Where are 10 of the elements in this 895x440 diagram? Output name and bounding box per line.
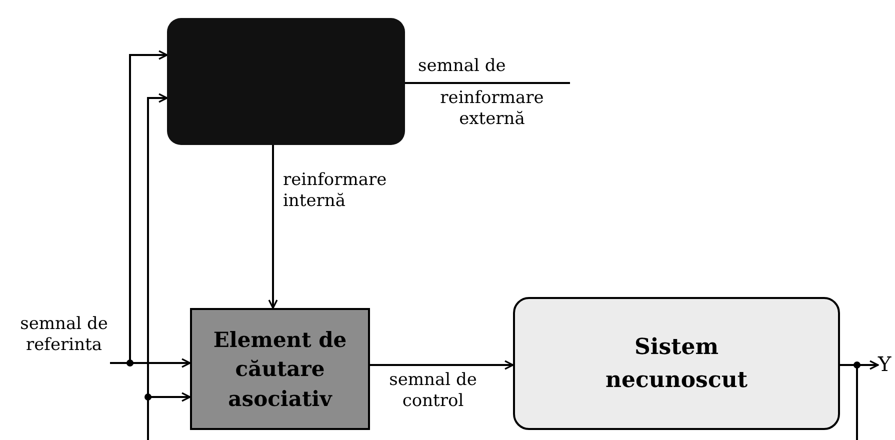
process-box: Element de căutare asociativ bbox=[190, 308, 370, 430]
process-box: Sistem necunoscut bbox=[513, 297, 840, 430]
process-box bbox=[167, 18, 405, 145]
signal-line bbox=[405, 82, 570, 84]
output-label: Y bbox=[878, 351, 894, 377]
signal-label: semnal de bbox=[418, 56, 506, 78]
signal-label: semnal de referinta bbox=[18, 314, 110, 380]
signal-label: reinformare externă bbox=[439, 88, 545, 130]
arrow bbox=[268, 145, 278, 309]
arrow bbox=[370, 360, 514, 370]
